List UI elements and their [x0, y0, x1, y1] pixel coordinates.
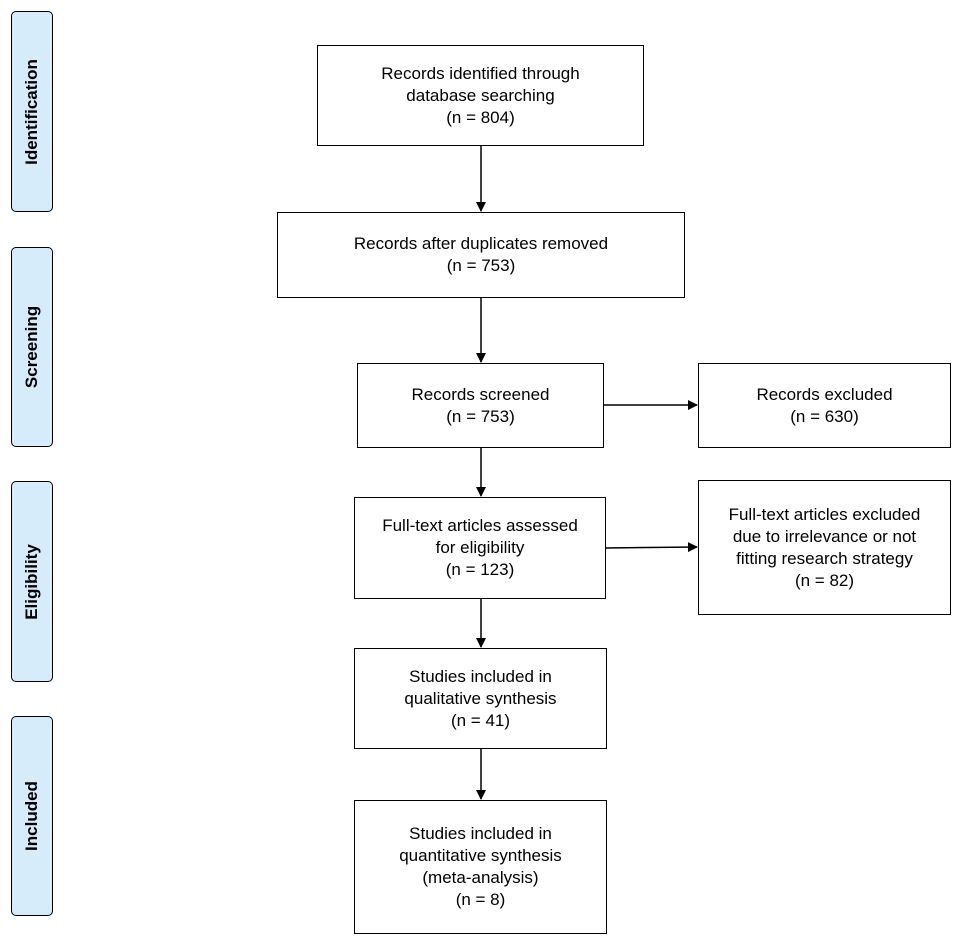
- box-records-excluded-line-1: Records excluded: [756, 384, 893, 404]
- box-quantitative-synthesis-line-1: Studies included in: [409, 824, 552, 843]
- box-fulltext-assessed: Full-text articles assessed for eligibil…: [354, 497, 606, 599]
- box-fulltext-excluded: Full-text articles excluded due to irrel…: [698, 480, 951, 615]
- box-qualitative-synthesis-line-2: qualitative synthesis: [404, 688, 557, 708]
- box-records-deduplicated-line-1: Records after duplicates removed: [353, 234, 609, 253]
- box-quantitative-synthesis: Studies included in quantitative synthes…: [354, 800, 607, 934]
- box-fulltext-assessed-line-1: Full-text articles assessed: [382, 516, 578, 535]
- box-quantitative-synthesis-line-4: (n = 8): [455, 890, 506, 909]
- box-records-screened-line-2: (n = 753): [446, 406, 515, 426]
- box-records-excluded-line-2: (n = 630): [790, 406, 859, 426]
- box-records-identified-line-3: (n = 804): [446, 107, 515, 127]
- stage-screening: Screening: [11, 247, 53, 447]
- box-records-deduplicated: Records after duplicates removed (n = 75…: [277, 212, 685, 298]
- box-records-identified: Records identified through database sear…: [317, 45, 644, 146]
- box-fulltext-assessed-line-3: (n = 123): [445, 560, 515, 579]
- box-records-identified-line-2: database searching: [406, 85, 555, 105]
- box-qualitative-synthesis-line-1: Studies included in: [409, 666, 552, 686]
- box-qualitative-synthesis: Studies included in qualitative synthesi…: [354, 648, 607, 749]
- stage-included: Included: [11, 716, 53, 916]
- stage-eligibility: Eligibility: [11, 481, 53, 682]
- box-quantitative-synthesis-line-3: (meta-analysis): [422, 868, 539, 887]
- box-records-screened: Records screened (n = 753): [357, 363, 604, 448]
- box-fulltext-assessed-line-2: for eligibility: [435, 538, 525, 557]
- box-records-screened-line-1: Records screened: [411, 384, 550, 404]
- box-fulltext-excluded-line-3: fitting research strategy: [736, 548, 913, 568]
- box-quantitative-synthesis-line-2: quantitative synthesis: [399, 846, 562, 865]
- box-fulltext-excluded-line-4: (n = 82): [794, 570, 855, 590]
- box-records-identified-line-1: Records identified through: [381, 63, 580, 83]
- box-fulltext-excluded-line-1: Full-text articles excluded: [728, 504, 921, 524]
- box-records-excluded: Records excluded (n = 630): [698, 363, 951, 448]
- box-qualitative-synthesis-line-3: (n = 41): [450, 710, 511, 730]
- arrow-fulltext-to-fulltext-excluded: [604, 542, 698, 553]
- box-records-deduplicated-line-2: (n = 753): [446, 256, 516, 275]
- stage-identification: Identification: [11, 11, 53, 212]
- box-fulltext-excluded-line-2: due to irrelevance or not: [732, 526, 917, 546]
